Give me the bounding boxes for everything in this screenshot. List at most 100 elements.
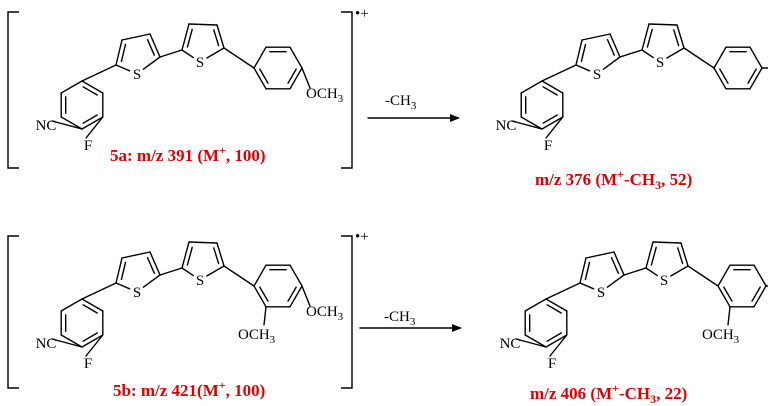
frag-5a-aryl-ring-double-bond	[747, 68, 757, 84]
frag-5a-fluorophenyl-ring-double-bond	[542, 114, 558, 124]
frag-5a-fluoro-bond	[545, 116, 564, 139]
bracket-left-5b	[7, 235, 19, 389]
mol-5b-fluorophenyl-ring-double-bond	[82, 304, 98, 314]
frag-5b-link-bond	[545, 282, 581, 300]
frag-5a-fluorophenyl-ring-double-bond	[542, 86, 558, 96]
frag-5b-fluorophenyl-ring-double-bond	[546, 304, 562, 314]
mol-5b-thiophene-1-double-bond	[146, 256, 156, 274]
mol-5a-aryl-ring-bond	[289, 67, 303, 90]
frag-5b-link-bond	[623, 267, 647, 276]
mol-5a-methoxy-group: OCH3	[306, 86, 344, 105]
mol-5a-thiophene-2-bond	[181, 49, 195, 59]
mol-5b-link-bond	[159, 267, 183, 276]
mol-5b-thiophene-1-double-bond	[120, 261, 127, 281]
mol-5b-methoxy-group: OCH3	[306, 304, 344, 323]
frag-5b-thiophene-1-double-bond	[610, 256, 619, 274]
frag-5b-fluoro-bond	[549, 334, 568, 357]
frag-5a-cyano-bond	[511, 120, 543, 130]
arrow-label-5a: -CH3	[385, 93, 417, 112]
mol-5b-aryl-ring-bond	[289, 264, 303, 287]
caption-5a: 5a: m/z 391 (M+, 100)	[110, 143, 266, 165]
frag-5a-aryl-ring-bond	[749, 67, 763, 90]
frag-5b-cyano-bond	[515, 338, 547, 348]
frag-5a-aryl-ring-bond	[713, 67, 727, 90]
frag-5b-aryl-ring-bond	[753, 264, 767, 287]
frag-5a-aryl-ring-bond	[713, 46, 727, 69]
frag-5b-aryl-ring-bond	[717, 264, 731, 287]
mol-5b-thiophene-1-bond	[121, 251, 151, 259]
frag-5b-nitrile-group: NC	[500, 336, 521, 352]
frag-5b-fluorophenyl-ring-bond	[524, 298, 547, 312]
mol-5b-aryl-ring-bond	[289, 285, 303, 308]
mol-5a-thiophene-2-bond	[181, 23, 190, 51]
mol-5b-thiophene-2-sulfur: S	[196, 273, 204, 289]
frag-5a-thiophene-2-bond	[648, 23, 678, 26]
frag-5b-aryl-ring-double-bond	[723, 286, 733, 302]
frag-5b-fluorophenyl-ring-double-bond	[546, 332, 562, 342]
frag-5b-thiophene-2-double-bond	[677, 247, 684, 265]
mol-5a-link-bond	[81, 64, 117, 82]
frag-5b-thiophene-2-double-bond	[650, 246, 657, 266]
mol-5a-fluorophenyl-ring-bond	[81, 80, 104, 94]
frag-5b-methoxy-bond	[727, 306, 731, 326]
mol-5b-thiophene-1-bond	[149, 251, 161, 276]
bracket-right-5b	[341, 235, 353, 389]
mol-5b-thiophene-2-double-bond	[213, 247, 220, 265]
mol-5a-cyano-bond	[51, 120, 83, 130]
frag-5b-aryl-ring-bond	[717, 285, 731, 308]
mol-5b-fluorophenyl-ring-bond	[60, 334, 83, 348]
mol-5b-thiophene-1-bond	[115, 257, 123, 284]
frag-5b-thiophene-2-sulfur: S	[660, 273, 668, 289]
frag-5a-fluorophenyl-ring-bond	[541, 80, 564, 94]
frag-5b-thiophene-2-bond	[645, 241, 654, 269]
mol-5b-fluorophenyl-ring-bond	[60, 298, 83, 312]
frag-5b-aryl-ring-bond	[753, 285, 767, 308]
mol-5a-thiophene-1-sulfur: S	[133, 67, 141, 83]
mol-5a-fluorophenyl-ring-bond	[81, 116, 104, 130]
bonds-layer	[51, 23, 768, 357]
mol-5a-methoxy-bond	[301, 67, 311, 89]
mol-5b-thiophene-2-bond	[181, 267, 195, 277]
frag-5a-thiophene-2-sulfur: S	[656, 55, 664, 71]
mol-5b-cyano-bond	[51, 338, 83, 348]
frag-5b-thiophene-1-bond	[585, 251, 615, 259]
frag-5a-link-bond	[683, 47, 715, 69]
frag-5b-fluorophenyl-ring-bond	[545, 334, 568, 348]
frag-5b-thiophene-2-bond	[652, 241, 682, 244]
frag-5b-fluorophenyl-ring-bond	[545, 298, 568, 312]
frag-5a-thiophene-2-bond	[676, 24, 685, 49]
mol-5a-thiophene-2-bond	[206, 47, 225, 59]
mol-5b-thiophene-2-bond	[181, 241, 190, 269]
mol-5b-thiophene-1-bond	[142, 274, 161, 288]
frag-5b-thiophene-1-double-bond	[584, 261, 591, 281]
mol-5b-methoxy-bond	[263, 306, 267, 326]
frag-5b-thiophene-1-bond	[579, 257, 587, 284]
mol-5a-fluorophenyl-ring-bond	[60, 80, 83, 94]
mol-5b-fluorine: F	[84, 356, 92, 372]
mol-5a-link-bond	[223, 47, 255, 69]
mol-5b-thiophene-2-bond	[206, 265, 225, 277]
arrow-5b	[359, 324, 462, 332]
arrow-5a	[367, 114, 460, 122]
caption-5a-fragment: m/z 376 (M+-CH3, 52)	[535, 167, 692, 192]
mol-5a-thiophene-2-sulfur: S	[196, 55, 204, 71]
mol-5a-thiophene-1-bond	[142, 56, 161, 70]
frag-5a-aryl-ring-double-bond	[719, 68, 729, 84]
mol-5a-thiophene-1-bond	[115, 39, 123, 66]
frag-5a-thiophene-1-bond	[575, 64, 591, 72]
frag-5b-fluorine: F	[548, 356, 556, 372]
mol-5a-thiophene-1-bond	[149, 33, 161, 58]
frag-5b-thiophene-2-bond	[670, 265, 689, 277]
mol-5a-thiophene-1-double-bond	[146, 38, 156, 56]
frag-5a-link-bond	[619, 49, 643, 58]
mol-5b-link-bond	[223, 265, 255, 287]
frag-5a-thiophene-1-sulfur: S	[593, 67, 601, 83]
mol-5a-aryl-ring-bond	[289, 46, 303, 69]
mol-5b-nitrile-group: NC	[36, 336, 57, 352]
mol-5a-aryl-ring-double-bond	[287, 68, 297, 84]
frag-5a-fluorophenyl-ring-bond	[541, 116, 564, 130]
mol-5b-fluorophenyl-ring-double-bond	[82, 332, 98, 342]
radical-cation-5a: •+	[355, 6, 369, 22]
frag-5a-thiophene-2-bond	[666, 47, 685, 59]
